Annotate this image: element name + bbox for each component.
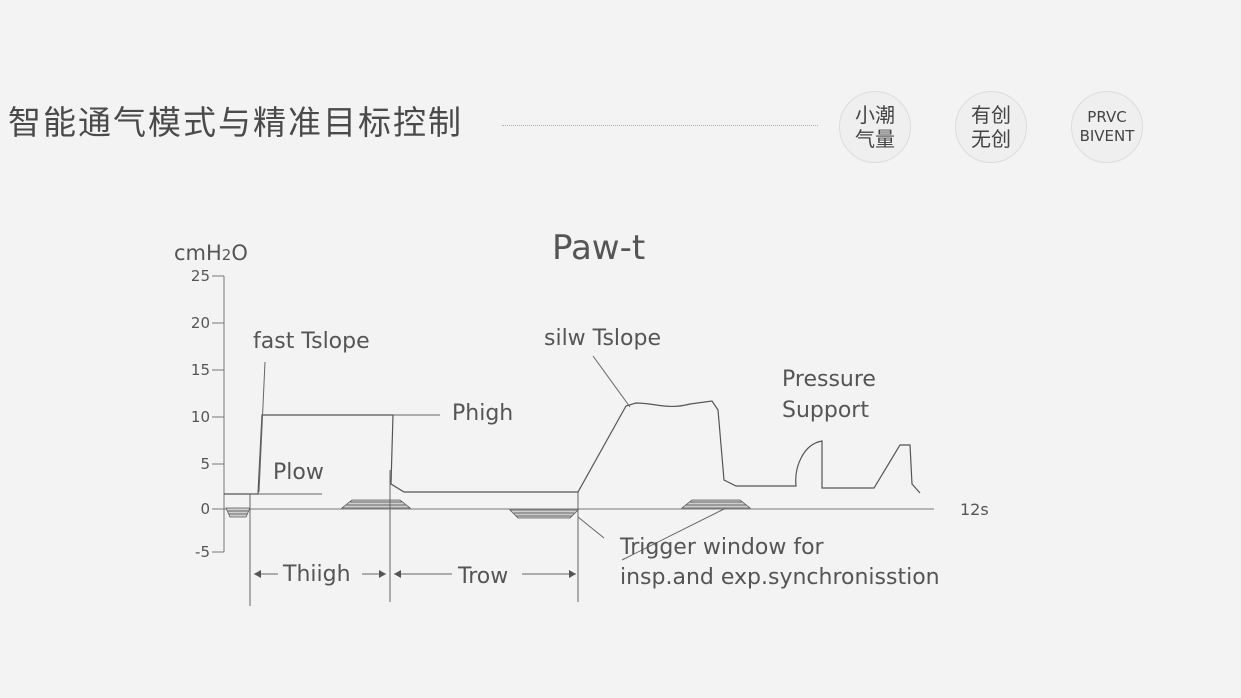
trigger-leader [577, 516, 605, 539]
y-axis-unit-subscript: 2 [222, 246, 232, 264]
trigger-window-shape [509, 509, 579, 519]
pressure-support-label-line1: Pressure [782, 367, 876, 392]
thigh-dimension [254, 570, 386, 578]
trigger-window-label-line1: Trigger window for [619, 535, 825, 560]
y-tick-label: 20 [191, 314, 210, 332]
trigger-window-shape [340, 499, 412, 509]
arrow-right-icon [379, 570, 386, 578]
badge-label-line2: 气量 [855, 127, 895, 151]
pressure-waveform [224, 400, 921, 495]
y-tick-label: 15 [191, 361, 210, 379]
trigger-window [680, 499, 752, 509]
trow-dimension [394, 570, 576, 578]
trigger-leader [621, 507, 727, 561]
fast-tslope-label: fast Tslope [253, 329, 370, 354]
arrow-right-icon [569, 570, 576, 578]
badge-invasive-noninvasive[interactable]: 有创 无创 [955, 91, 1027, 163]
arrow-left-icon [394, 570, 401, 578]
trigger-window-shape [680, 499, 752, 509]
y-tick-label: 0 [200, 500, 210, 518]
y-axis-unit: cmH2O [174, 241, 248, 265]
title-divider [502, 125, 818, 126]
diagram-title: Paw-t [552, 228, 645, 268]
trigger-window-shape [225, 507, 251, 518]
arrow-left-icon [254, 570, 261, 578]
y-ticks [212, 275, 224, 553]
badge-label-line1: 小潮 [855, 103, 895, 127]
y-tick-label: -5 [195, 543, 210, 561]
trigger-window [340, 499, 412, 509]
y-tick-label: 10 [191, 408, 210, 426]
trigger-window-label-line2: insp.and exp.synchronisstion [620, 565, 940, 590]
header: 智能通气模式与精准目标控制 小潮 气量 有创 无创 PRVC BIVENT [0, 0, 1241, 170]
trigger-window [509, 509, 579, 519]
badge-label-line2: BIVENT [1079, 127, 1135, 145]
slow-tslope-label: silw Tslope [544, 326, 661, 351]
thigh-label: Thiigh [282, 562, 351, 587]
phigh-label: Phigh [452, 401, 513, 426]
plow-label: Plow [273, 460, 324, 485]
pressure-support-label-line2: Support [782, 398, 869, 423]
badge-label-line1: 有创 [971, 103, 1011, 127]
y-tick-label: 25 [191, 267, 210, 285]
badge-label-line1: PRVC [1087, 107, 1127, 126]
badge-low-tidal-volume[interactable]: 小潮 气量 [839, 91, 911, 163]
x-axis-end-label: 12s [960, 500, 989, 519]
slow-tslope-leader [592, 355, 631, 408]
y-tick-label: 5 [200, 455, 210, 473]
trow-label: Trow [457, 564, 508, 589]
page-title: 智能通气模式与精准目标控制 [8, 103, 463, 142]
badge-label-line2: 无创 [971, 127, 1011, 151]
fast-tslope-leader [258, 361, 266, 493]
trigger-window [225, 507, 251, 518]
badge-prvc-bivent[interactable]: PRVC BIVENT [1071, 91, 1143, 163]
